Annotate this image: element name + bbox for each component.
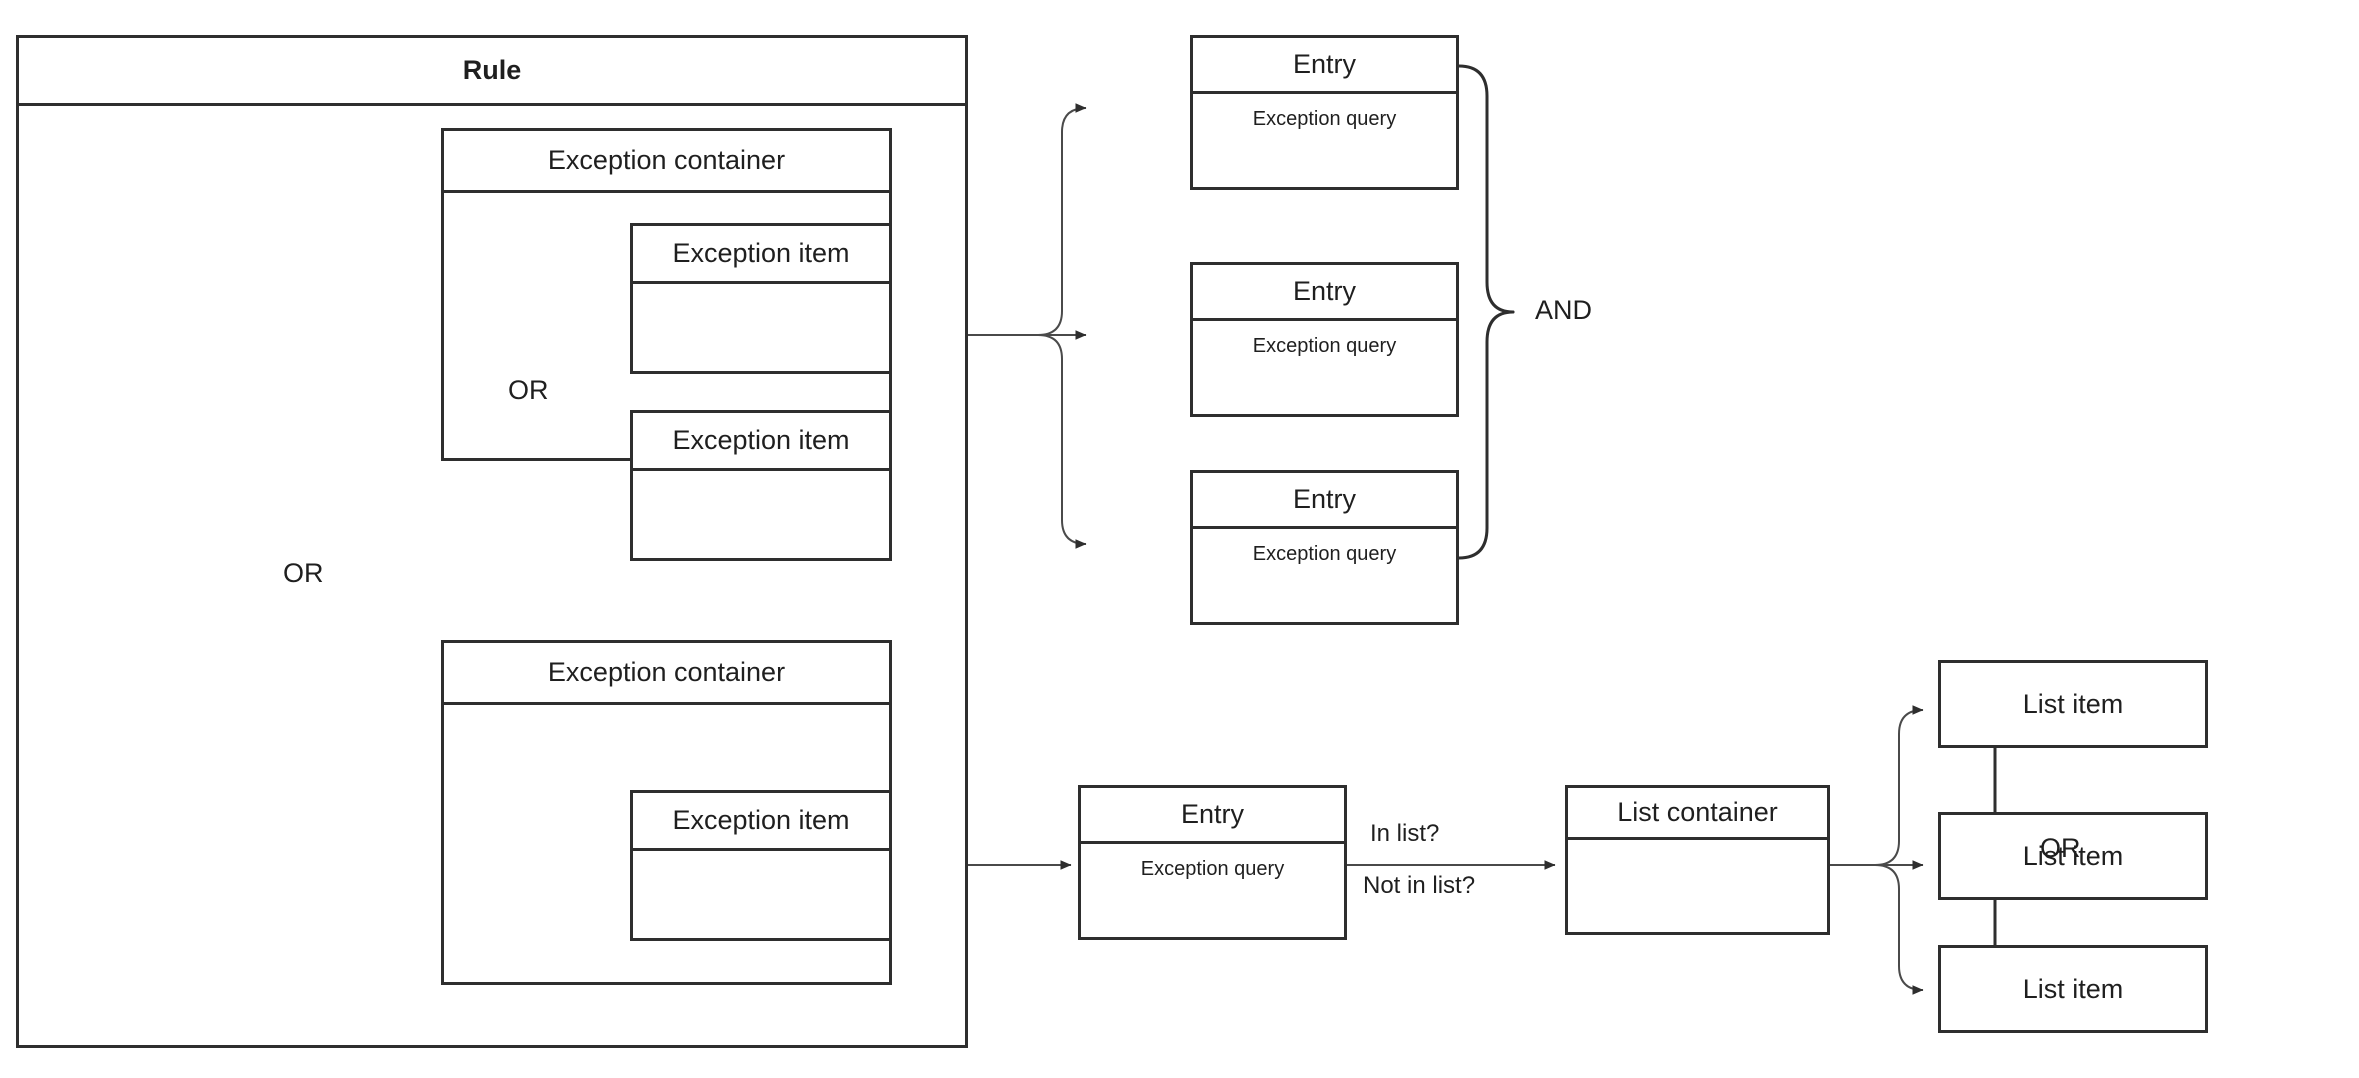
list-item-2-label: List item <box>2022 840 2124 871</box>
exception-item-1-2-body <box>633 471 889 558</box>
entry-box-2-title: Entry <box>1193 265 1456 321</box>
list-item-1-label: List item <box>2022 688 2124 719</box>
entry-box-3-body: Exception query <box>1252 543 1397 565</box>
list-container-body <box>1568 840 1827 932</box>
exception-item-2-1[interactable]: Exception item <box>630 790 892 941</box>
list-container[interactable]: List container <box>1565 785 1830 935</box>
entry-box-2-body: Exception query <box>1252 335 1397 357</box>
list-item-1[interactable]: List item <box>1938 660 2208 748</box>
exception-container-1-title: Exception container <box>444 131 889 193</box>
list-flow-entry-body: Exception query <box>1140 858 1285 880</box>
entry-box-1-body: Exception query <box>1252 108 1397 130</box>
list-item-3[interactable]: List item <box>1938 945 2208 1033</box>
edge-label-not-in-list: Not in list? <box>1363 872 1476 899</box>
entry-box-1-title: Entry <box>1193 38 1456 94</box>
list-item-2[interactable]: List item <box>1938 812 2208 900</box>
operator-label-and: AND <box>1535 295 1593 325</box>
list-container-title: List container <box>1568 788 1827 840</box>
exception-item-1-2[interactable]: Exception item <box>630 410 892 561</box>
list-item-3-label: List item <box>2022 973 2124 1004</box>
exception-container-2-title: Exception container <box>444 643 889 705</box>
operator-label-container-1-or: OR <box>508 375 549 405</box>
list-flow-entry-box[interactable]: Entry Exception query <box>1078 785 1347 940</box>
exception-item-1-1-title: Exception item <box>633 226 889 284</box>
exception-item-1-1-body <box>633 284 889 371</box>
edge-label-in-list: In list? <box>1370 820 1440 847</box>
entry-box-3-title: Entry <box>1193 473 1456 529</box>
entry-box-1[interactable]: Entry Exception query <box>1190 35 1459 190</box>
operator-label-list-or: OR <box>2040 833 2081 863</box>
list-flow-entry-title: Entry <box>1081 788 1344 844</box>
entry-box-3[interactable]: Entry Exception query <box>1190 470 1459 625</box>
entry-box-2[interactable]: Entry Exception query <box>1190 262 1459 417</box>
exception-item-1-1[interactable]: Exception item <box>630 223 892 374</box>
rule-title: Rule <box>19 38 965 106</box>
exception-item-1-2-title: Exception item <box>633 413 889 471</box>
operator-label-rule-or: OR <box>283 558 324 588</box>
exception-item-2-1-body <box>633 851 889 938</box>
exception-item-2-1-title: Exception item <box>633 793 889 851</box>
